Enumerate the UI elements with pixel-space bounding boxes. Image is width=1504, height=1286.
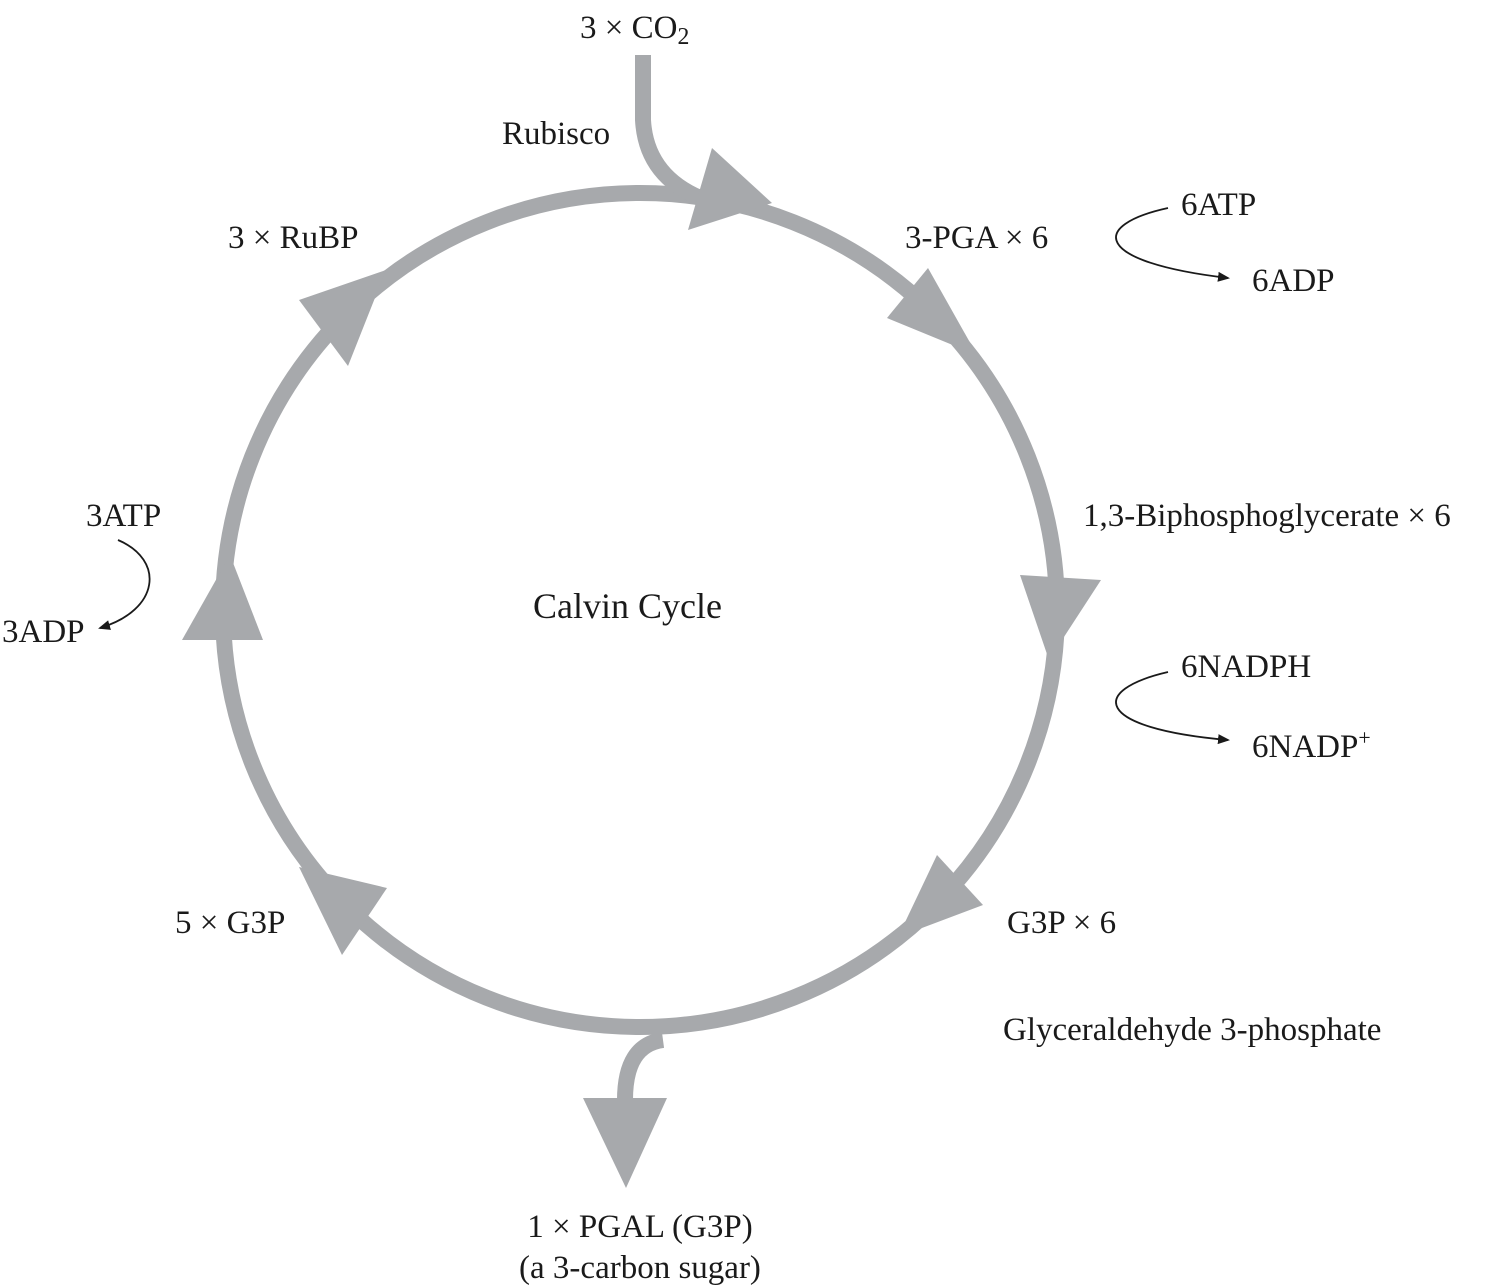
- g3p-full-name: Glyceraldehyde 3-phosphate: [1003, 1012, 1382, 1048]
- arrowhead-co2-entry: [688, 148, 772, 230]
- arrowhead-from-g3p: [898, 855, 983, 937]
- arrowhead-output: [583, 1098, 667, 1188]
- arrowhead-to-rubp-top: [299, 270, 386, 366]
- nadp-plus: +: [1358, 726, 1371, 750]
- bpg-label: 1,3-Biphosphoglycerate × 6: [1083, 498, 1451, 534]
- diagram-title: Calvin Cycle: [533, 586, 722, 626]
- adp-right-label: 6ADP: [1252, 263, 1335, 299]
- adp-left-label: 3ADP: [2, 614, 85, 650]
- co2-entry-path: [635, 55, 704, 206]
- output-label-line2: (a 3-carbon sugar): [519, 1250, 761, 1286]
- atp-right-label: 6ATP: [1181, 187, 1257, 223]
- nadp-label: 6NADP+: [1252, 726, 1371, 765]
- rubp-label: 3 × RuBP: [228, 220, 359, 256]
- arrowhead-to-bpg: [887, 268, 977, 355]
- atp-left-label: 3ATP: [86, 498, 162, 534]
- five-g3p-label: 5 × G3P: [175, 905, 286, 941]
- co2-input-label: 3 × CO2: [580, 12, 689, 50]
- nadp-text: 6NADP: [1252, 728, 1359, 765]
- atp-adp-arrow-left: [98, 539, 151, 630]
- co2-subscript: 2: [677, 23, 690, 50]
- output-label-line1: 1 × PGAL (G3P): [527, 1209, 753, 1245]
- atp-adp-arrow-right: [1115, 207, 1230, 282]
- co2-input-text: 3 × CO: [580, 10, 678, 46]
- g3p-label: G3P × 6: [1007, 905, 1117, 941]
- nadph-nadp-arrow: [1115, 671, 1230, 745]
- enzyme-label: Rubisco: [502, 116, 611, 152]
- pga-label: 3-PGA × 6: [905, 220, 1049, 256]
- arrowhead-to-g3p: [1020, 575, 1101, 660]
- nadph-label: 6NADPH: [1181, 649, 1312, 685]
- arrowhead-to-5g3p: [299, 867, 387, 955]
- arrowhead-to-rubp-left: [182, 555, 263, 640]
